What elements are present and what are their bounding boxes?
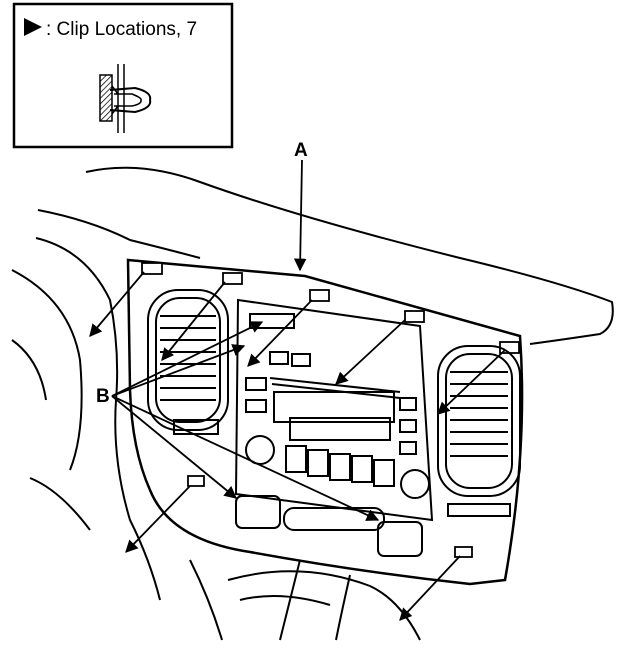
legend-box: : Clip Locations, 7: [12, 2, 234, 149]
callout-b: B: [96, 386, 110, 407]
clip-detail-icon: [99, 64, 152, 133]
right-air-vent: [437, 345, 521, 517]
left-air-vent: [147, 289, 229, 435]
dashboard-outline: [11, 166, 614, 641]
callout-a: A: [294, 140, 308, 161]
clip-tabs: [141, 262, 520, 558]
legend-label: : Clip Locations, 7: [46, 19, 197, 40]
climate-controls: [235, 495, 423, 557]
audio-unit: [234, 298, 434, 522]
leader-arrows: [89, 159, 506, 621]
triangle-arrow-icon: [24, 18, 42, 36]
